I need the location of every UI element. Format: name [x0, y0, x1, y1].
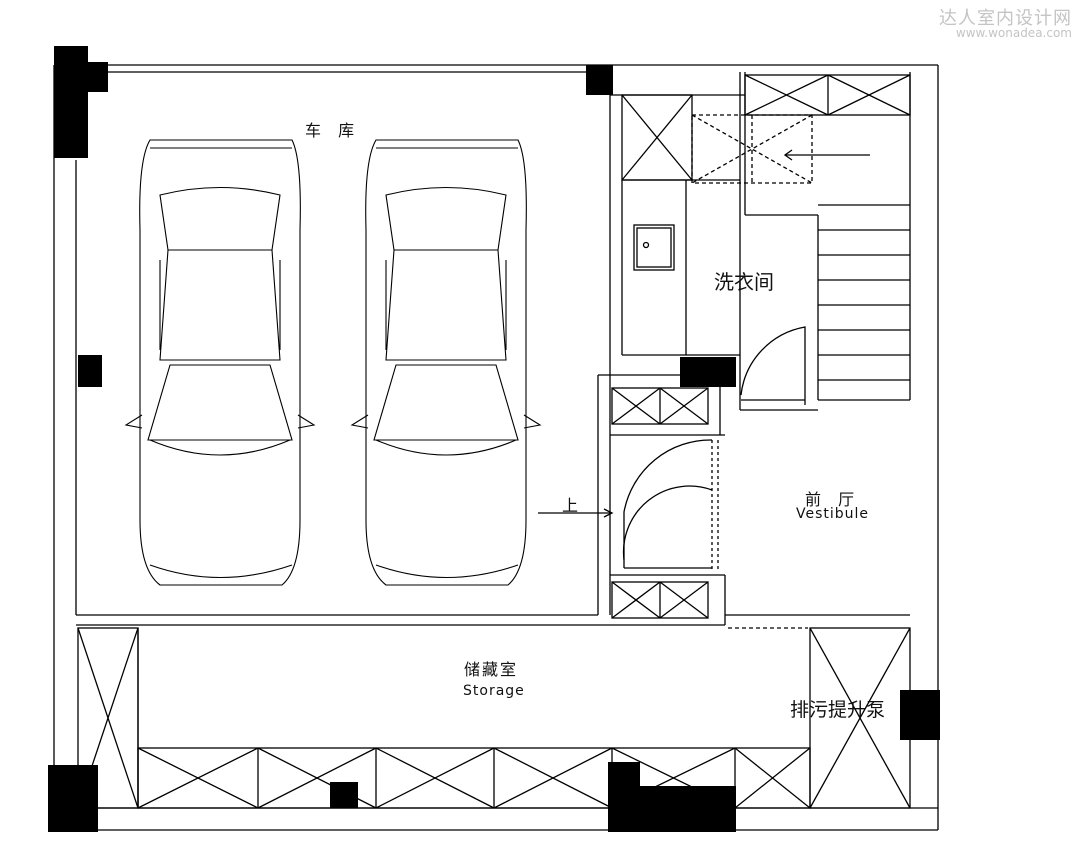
storage-label-en: Storage — [463, 683, 525, 699]
vestibule-label-cn: 前 厅 — [805, 490, 861, 509]
watermark-url: www.wonadea.com — [955, 26, 1072, 40]
vestibule-label-en: Vestibule — [796, 506, 870, 522]
structural-columns — [48, 46, 940, 832]
car-right — [351, 139, 541, 586]
core-cabinets — [611, 387, 719, 619]
up-label: 上 — [562, 496, 579, 515]
car-left — [124, 139, 316, 586]
exterior-walls — [53, 64, 939, 831]
up-arrow — [538, 508, 614, 518]
upper-cabinets — [621, 74, 911, 184]
laundry-sink — [633, 224, 675, 271]
storage-label-cn: 储藏室 — [464, 660, 519, 679]
storage-cabinets — [77, 627, 911, 809]
door-swings — [622, 326, 806, 569]
pump-label: 排污提升泵 — [790, 699, 886, 721]
garage-label: 车 库 — [305, 121, 361, 140]
watermark-title: 达人室内设计网 — [939, 8, 1072, 29]
staircase — [783, 149, 910, 401]
laundry-label: 洗衣间 — [714, 270, 774, 294]
